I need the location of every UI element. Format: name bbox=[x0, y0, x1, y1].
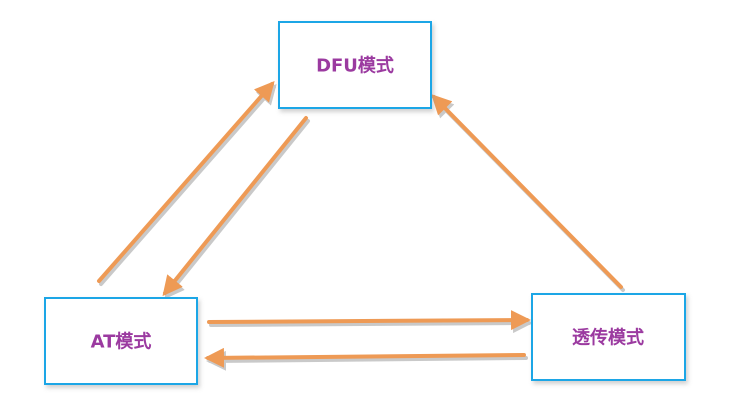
edge-at-to-dfu bbox=[97, 80, 275, 283]
edge-at-to-passthrough-shadow bbox=[209, 313, 533, 334]
node-passthrough: 透传模式 bbox=[531, 293, 686, 381]
edge-passthrough-to-at-shadow bbox=[206, 350, 528, 371]
node-at-label: AT模式 bbox=[91, 331, 152, 353]
node-passthrough-box bbox=[531, 293, 686, 381]
edge-dfu-to-at-shadow bbox=[164, 119, 310, 300]
edge-passthrough-to-dfu bbox=[431, 94, 623, 289]
node-dfu-box bbox=[278, 21, 432, 109]
edge-dfu-to-at bbox=[162, 116, 308, 297]
node-dfu: DFU模式 bbox=[278, 21, 432, 109]
node-at: AT模式 bbox=[44, 297, 198, 385]
edge-passthrough-to-at bbox=[204, 347, 526, 368]
node-passthrough-label: 透传模式 bbox=[572, 327, 644, 349]
node-dfu-label: DFU模式 bbox=[316, 55, 394, 77]
edge-at-to-dfu-shadow bbox=[99, 83, 277, 286]
node-at-box bbox=[44, 297, 198, 385]
edge-at-to-passthrough bbox=[207, 310, 531, 331]
edges bbox=[97, 80, 625, 371]
